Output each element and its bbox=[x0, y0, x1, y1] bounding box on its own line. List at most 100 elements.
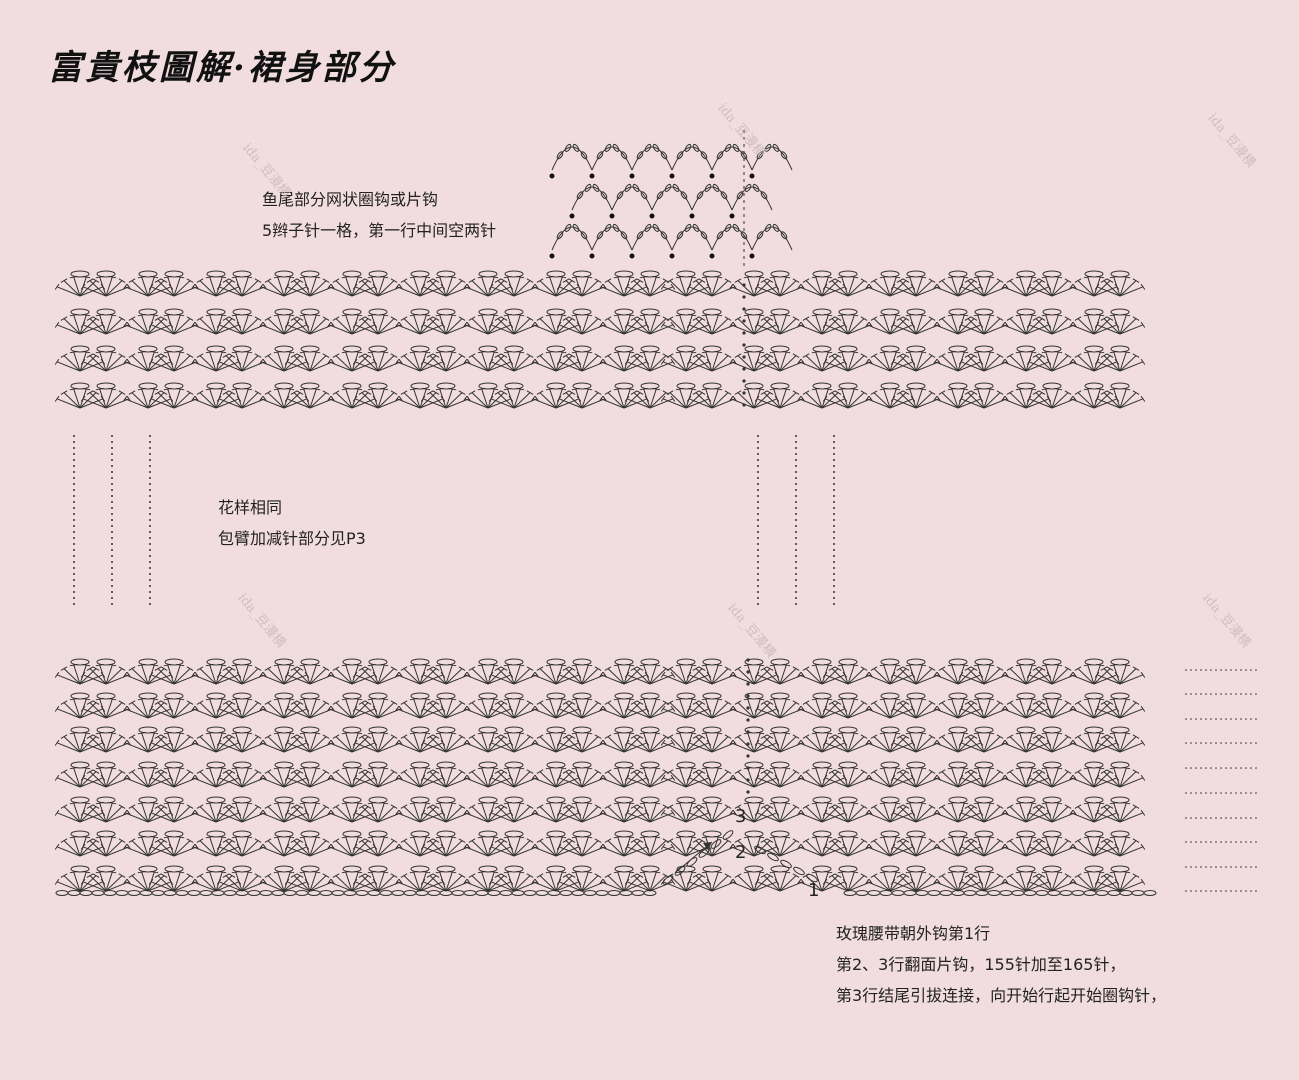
shell-stitch-symbol bbox=[932, 865, 984, 892]
continuation-dot bbox=[1225, 792, 1227, 794]
shell-stitch-symbol bbox=[1026, 345, 1078, 372]
shell-stitch-symbol bbox=[556, 726, 608, 753]
shell-stitch-symbol bbox=[216, 865, 268, 892]
chain-stitch-symbol bbox=[151, 890, 165, 896]
shell-stitch-symbol bbox=[1094, 830, 1146, 857]
shell-stitch-symbol bbox=[932, 270, 984, 297]
continuation-dot bbox=[833, 477, 835, 479]
continuation-dot bbox=[1195, 718, 1197, 720]
chain-stitch-symbol bbox=[556, 151, 564, 160]
net-arch bbox=[731, 186, 773, 211]
shell-stitch-symbol bbox=[890, 796, 942, 823]
shell-stitch-symbol bbox=[1000, 692, 1052, 719]
continuation-dot bbox=[1250, 742, 1252, 744]
continuation-dot bbox=[73, 549, 75, 551]
continuation-dot bbox=[795, 603, 797, 605]
continuation-dot bbox=[1240, 693, 1242, 695]
shell-stitch-symbol bbox=[958, 830, 1010, 857]
slip-stitch-dot bbox=[669, 253, 675, 259]
shell-stitch-symbol bbox=[284, 726, 336, 753]
shell-stitch-symbol bbox=[420, 692, 472, 719]
shell-stitch-symbol bbox=[1094, 308, 1146, 335]
continuation-dot bbox=[795, 507, 797, 509]
note-waistband: 玫瑰腰带朝外钩第1行 第2、3行翻面片钩，155针加至165针， 第3行结尾引拔… bbox=[836, 918, 1166, 1011]
shell-stitch-symbol bbox=[1094, 796, 1146, 823]
chain-stitch-symbol bbox=[684, 223, 692, 232]
continuation-dot bbox=[1230, 841, 1232, 843]
chain-stitch-symbol bbox=[79, 890, 93, 896]
continuation-dot bbox=[73, 477, 75, 479]
chain-stitch-symbol bbox=[607, 890, 621, 896]
chain-stitch-symbol bbox=[644, 223, 652, 232]
continuation-dot bbox=[795, 513, 797, 515]
shell-stitch-symbol bbox=[420, 345, 472, 372]
continuation-dot bbox=[795, 501, 797, 503]
shell-stitch-symbol bbox=[556, 865, 608, 892]
shell-stitch-symbol bbox=[754, 382, 806, 409]
continuation-dot bbox=[757, 489, 759, 491]
continuation-dot bbox=[833, 441, 835, 443]
chain-stitch-symbol bbox=[680, 191, 688, 200]
continuation-dot bbox=[1215, 841, 1217, 843]
continuation-dot bbox=[1250, 767, 1252, 769]
continuation-dot bbox=[149, 525, 151, 527]
shell-stitch-symbol bbox=[686, 726, 738, 753]
continuation-dot bbox=[795, 447, 797, 449]
continuation-dot bbox=[1235, 792, 1237, 794]
continuation-dot bbox=[1250, 718, 1252, 720]
continuation-dot bbox=[1230, 792, 1232, 794]
chain-stitch-symbol bbox=[556, 231, 564, 240]
shell-stitch-symbol bbox=[352, 761, 404, 788]
continuation-dot bbox=[757, 579, 759, 581]
continuation-dot bbox=[1240, 817, 1242, 819]
shell-stitch-symbol bbox=[1094, 865, 1146, 892]
shell-stitch-symbol bbox=[352, 658, 404, 685]
continuation-dot bbox=[1190, 767, 1192, 769]
chain-stitch-symbol bbox=[744, 183, 752, 192]
shell-stitch-symbol bbox=[148, 658, 200, 685]
slip-stitch-dot bbox=[549, 173, 555, 179]
continuation-dot bbox=[1250, 669, 1252, 671]
continuation-dot bbox=[1195, 866, 1197, 868]
chain-stitch-symbol bbox=[631, 890, 645, 896]
shell-stitch-symbol bbox=[822, 270, 874, 297]
continuation-dot bbox=[111, 471, 113, 473]
continuation-dot bbox=[795, 591, 797, 593]
shell-stitch-symbol bbox=[488, 692, 540, 719]
chain-stitch-symbol bbox=[355, 890, 369, 896]
continuation-dot bbox=[73, 501, 75, 503]
note-line: 鱼尾部分网状圈钩或片钩 bbox=[262, 190, 439, 209]
continuation-dot bbox=[1205, 718, 1207, 720]
shell-stitch-symbol bbox=[958, 345, 1010, 372]
continuation-dot bbox=[1235, 817, 1237, 819]
continuation-dot bbox=[1230, 669, 1232, 671]
continuation-dot bbox=[1215, 767, 1217, 769]
slip-stitch-dot bbox=[669, 173, 675, 179]
net-arch bbox=[591, 146, 633, 171]
seam-dot bbox=[742, 367, 746, 371]
shell-stitch-symbol bbox=[598, 692, 650, 719]
chain-stitch-symbol bbox=[475, 890, 489, 896]
shell-stitch-symbol bbox=[420, 865, 472, 892]
continuation-dot bbox=[1220, 866, 1222, 868]
chain-stitch-symbol bbox=[643, 890, 657, 896]
chain-stitch-symbol bbox=[696, 191, 704, 200]
continuation-dot bbox=[1245, 669, 1247, 671]
continuation-dot bbox=[833, 465, 835, 467]
continuation-dot bbox=[1190, 841, 1192, 843]
continuation-dot bbox=[1190, 817, 1192, 819]
chain-stitch-symbol bbox=[1083, 890, 1097, 896]
continuation-dot bbox=[1240, 742, 1242, 744]
continuation-dot bbox=[1250, 792, 1252, 794]
continuation-dot bbox=[73, 435, 75, 437]
shell-stitch-symbol bbox=[686, 382, 738, 409]
shell-stitch-symbol bbox=[890, 658, 942, 685]
continuation-dot bbox=[833, 447, 835, 449]
continuation-dot bbox=[1185, 817, 1187, 819]
seam-dot bbox=[742, 391, 746, 395]
continuation-dot bbox=[73, 585, 75, 587]
shell-stitch-symbol bbox=[624, 270, 676, 297]
shell-stitch-symbol bbox=[728, 270, 780, 297]
chain-stitch-symbol bbox=[91, 890, 105, 896]
